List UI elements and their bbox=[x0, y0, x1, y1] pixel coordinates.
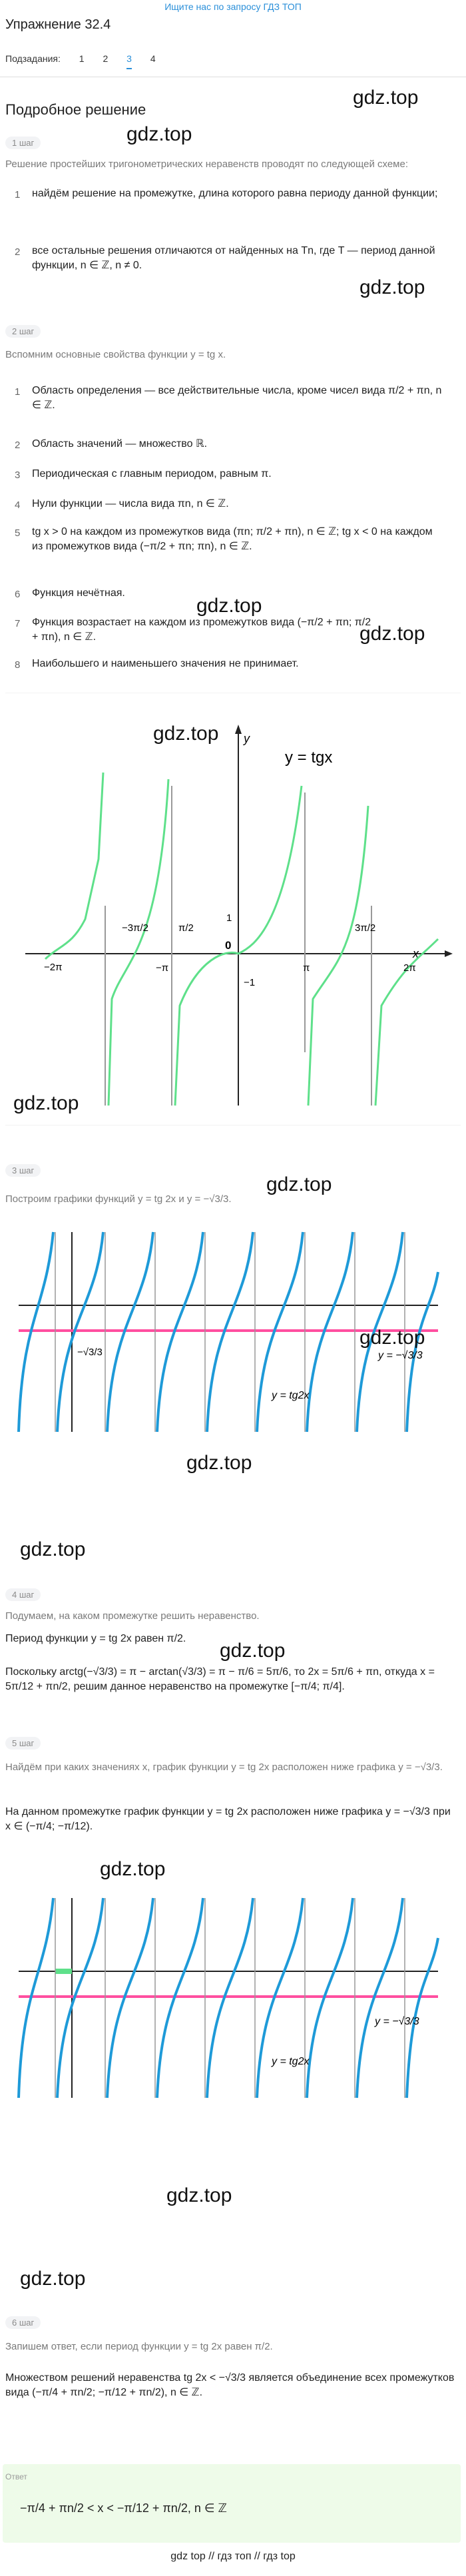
page-title: Упражнение 32.4 bbox=[5, 17, 111, 32]
watermark: gdz.top bbox=[359, 276, 425, 298]
list-number: 2 bbox=[15, 246, 21, 258]
asymptotes bbox=[55, 1232, 405, 1432]
list-item: Функция нечётная. bbox=[32, 587, 125, 599]
tan2x-branches bbox=[17, 1231, 439, 1433]
top-banner[interactable]: Ищите нас по запросу ГДЗ ТОП bbox=[164, 1, 302, 12]
tan-branch bbox=[307, 805, 369, 1106]
watermark: gdz.top bbox=[153, 723, 219, 745]
tick-label: −3π/2 bbox=[122, 922, 148, 934]
footer: gdz top // гдз топ // гдз top bbox=[170, 2551, 296, 2562]
watermark: gdz.top bbox=[196, 595, 262, 617]
step5-text: На данном промежутке график функции y = … bbox=[5, 1806, 451, 1832]
tan-branch bbox=[44, 772, 105, 960]
graph-label: y = tgx bbox=[285, 749, 332, 767]
tick-label: −1 bbox=[244, 977, 255, 988]
tick-label: 3π/2 bbox=[355, 922, 375, 934]
step6-intro: Запишем ответ, если период функции y = t… bbox=[5, 2341, 273, 2352]
watermark: gdz.top bbox=[126, 123, 192, 145]
step1-intro: Решение простейших тригонометрических не… bbox=[5, 159, 408, 170]
subnav-label: Подзадания: bbox=[5, 53, 61, 64]
asymptotes bbox=[55, 1898, 405, 2098]
line-label: y = −√3/3 bbox=[374, 2016, 419, 2027]
watermark: gdz.top bbox=[359, 1327, 425, 1349]
step-badge: 5 шаг bbox=[5, 1737, 41, 1750]
tick-label: 1 bbox=[226, 912, 232, 924]
list-item: Нули функции — числа вида πn, n ∈ ℤ. bbox=[32, 498, 229, 509]
curve-label: y = tg2x bbox=[271, 2056, 310, 2067]
list-item: Область значений — множество ℝ. bbox=[32, 438, 208, 450]
tick-label: −√3/3 bbox=[77, 1347, 103, 1358]
watermark: gdz.top bbox=[100, 1858, 166, 1880]
tan-graph: x y y = tgx −2π −3π/2 −π π/2 π 3π/2 2π 1… bbox=[5, 693, 461, 1126]
subnav-item-4[interactable]: 4 bbox=[150, 53, 156, 64]
step6-text: Множеством решений неравенства tg 2x < −… bbox=[5, 2372, 455, 2398]
watermark: gdz.top bbox=[186, 1452, 252, 1474]
list-item: найдём решение на промежутке, длина кото… bbox=[32, 188, 438, 199]
curve-label: y = tg2x bbox=[271, 1390, 310, 1401]
step-badge: 2 шаг bbox=[5, 325, 41, 338]
asymptotes bbox=[105, 786, 372, 1106]
step2-intro: Вспомним основные свойства функции y = t… bbox=[5, 349, 226, 360]
subtask-nav: Подзадания: 1 2 3 4 bbox=[5, 53, 172, 73]
step-badge: 6 шаг bbox=[5, 2316, 41, 2329]
tan2x-solution-graph: y = tg2x y = −√3/3 bbox=[5, 1885, 461, 2104]
list-number: 1 bbox=[15, 189, 21, 200]
list-number: 4 bbox=[15, 499, 21, 511]
watermark: gdz.top bbox=[13, 1092, 79, 1114]
answer-text: −π/4 + πn/2 < x < −π/12 + πn/2, n ∈ ℤ bbox=[20, 2501, 227, 2515]
section-title: Подробное решение bbox=[5, 101, 146, 118]
tick-label: π bbox=[303, 962, 310, 974]
line-label: y = −√3/3 bbox=[377, 1350, 423, 1361]
tick-label: −2π bbox=[44, 962, 62, 973]
step-badge: 3 шаг bbox=[5, 1164, 41, 1177]
step3-intro: Построим графики функций y = tg 2x и y =… bbox=[5, 1193, 232, 1205]
watermark: gdz.top bbox=[353, 87, 419, 109]
list-item: все остальные решения отличаются от найд… bbox=[32, 245, 435, 271]
origin-label: 0 bbox=[225, 939, 231, 952]
answer-box bbox=[3, 2464, 461, 2543]
step-badge: 4 шаг bbox=[5, 1588, 41, 1601]
list-item: tg x > 0 на каждом из промежутков вида (… bbox=[32, 526, 433, 552]
tan2x-graph: y = tg2x y = −√3/3 −√3/3 bbox=[5, 1219, 461, 1439]
list-item: Область определения — все действительные… bbox=[32, 385, 442, 411]
list-item: Наибольшего и наименьшего значения не пр… bbox=[32, 658, 299, 669]
tick-label: π/2 bbox=[178, 922, 194, 934]
watermark: gdz.top bbox=[266, 1173, 332, 1195]
list-number: 3 bbox=[15, 470, 21, 481]
y-arrow bbox=[235, 725, 242, 734]
grid bbox=[5, 693, 461, 1126]
solution-interval bbox=[55, 1969, 72, 1974]
x-label: x bbox=[412, 947, 419, 960]
tan-branch bbox=[174, 785, 303, 1106]
tan-branch bbox=[107, 779, 170, 1106]
step4-text: Поскольку arctg(−√3/3) = π − arctan(√3/3… bbox=[5, 1666, 435, 1692]
list-number: 6 bbox=[15, 589, 21, 600]
step-badge: 1 шаг bbox=[5, 137, 41, 149]
watermark: gdz.top bbox=[20, 2268, 86, 2290]
watermark: gdz.top bbox=[359, 623, 425, 645]
subnav-item-3[interactable]: 3 bbox=[126, 53, 132, 69]
list-item: Периодическая с главным периодом, равным… bbox=[32, 468, 272, 480]
step4-intro: Подумаем, на каком промежутке решить нер… bbox=[5, 1610, 260, 1622]
tan2x-branches bbox=[17, 1897, 439, 2098]
subnav-item-2[interactable]: 2 bbox=[103, 53, 109, 64]
answer-label: Ответ bbox=[5, 2472, 27, 2481]
subnav-item-1[interactable]: 1 bbox=[79, 53, 85, 64]
list-number: 8 bbox=[15, 659, 21, 671]
watermark: gdz.top bbox=[20, 1538, 86, 1560]
y-label: y bbox=[242, 732, 250, 745]
list-number: 5 bbox=[15, 527, 21, 539]
step4-period: Период функции y = tg 2x равен π/2. bbox=[5, 1633, 186, 1644]
list-number: 7 bbox=[15, 618, 21, 629]
watermark: gdz.top bbox=[166, 2184, 232, 2206]
tick-label: 2π bbox=[403, 962, 416, 974]
list-number: 2 bbox=[15, 440, 21, 451]
watermark: gdz.top bbox=[220, 1640, 286, 1662]
x-arrow bbox=[445, 950, 453, 957]
tick-label: −π bbox=[156, 962, 168, 974]
tan-branch bbox=[374, 938, 439, 1106]
step5-intro: Найдём при каких значениях x, график фун… bbox=[5, 1762, 443, 1773]
list-item: Функция возрастает на каждом из промежут… bbox=[32, 617, 371, 643]
list-number: 1 bbox=[15, 386, 21, 398]
